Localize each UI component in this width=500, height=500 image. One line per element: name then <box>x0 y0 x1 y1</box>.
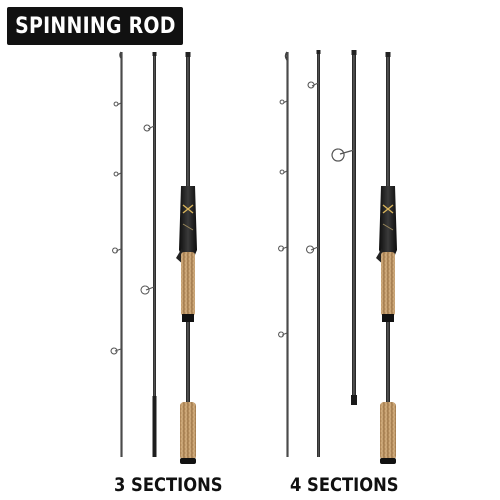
rod-second-section <box>306 50 321 457</box>
rod-third-section <box>331 50 357 405</box>
cork-grip <box>381 252 395 316</box>
rod-butt-section <box>176 52 197 464</box>
rod-tip-section <box>110 51 123 457</box>
line-guide-icon <box>140 124 155 295</box>
title-text: SPINNING ROD <box>14 13 176 39</box>
rod-tip-section <box>278 51 289 457</box>
cork-grip <box>181 252 195 316</box>
caption-4-sections: 4 SECTIONS <box>290 474 399 496</box>
caption-3-sections: 3 SECTIONS <box>114 474 223 496</box>
line-guide-icon <box>306 81 319 254</box>
cork-butt <box>180 402 196 460</box>
rod-middle-section <box>140 52 157 457</box>
line-guide-icon <box>110 101 122 355</box>
three-section-rod <box>110 51 197 464</box>
title-banner: SPINNING ROD <box>7 7 183 45</box>
rod-butt-section <box>376 52 397 464</box>
cork-butt <box>380 402 396 460</box>
line-guide-icon <box>278 99 288 338</box>
four-section-rod <box>278 50 397 464</box>
line-guide-icon <box>331 148 355 162</box>
